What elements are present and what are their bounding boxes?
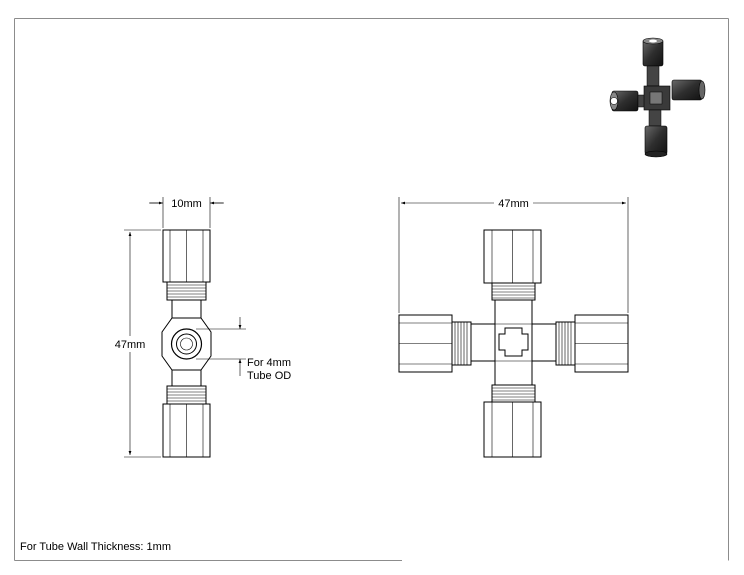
front-center-body <box>470 299 557 386</box>
side-top-nut <box>162 229 211 283</box>
front-bottom-arm <box>483 384 542 458</box>
side-width-dimension: 10mm <box>149 197 224 228</box>
front-width-dimension: 47mm <box>398 197 629 313</box>
tube-od-note-line1: For 4mm <box>247 357 291 369</box>
footer-note: For Tube Wall Thickness: 1mm <box>20 541 171 553</box>
side-view: 10mm 47mm For 4mm Tube OD <box>115 197 291 458</box>
front-view: 47mm <box>398 197 629 458</box>
side-top-neck <box>171 299 202 319</box>
front-top-arm <box>483 229 542 301</box>
side-hex-body <box>161 317 212 371</box>
tube-od-note-line2: Tube OD <box>247 370 291 382</box>
side-height-label: 47mm <box>115 339 146 351</box>
isometric-view <box>609 37 706 158</box>
side-bottom-neck <box>171 369 202 387</box>
front-width-label: 47mm <box>498 198 529 210</box>
tube-od-callout: For 4mm Tube OD <box>196 317 291 382</box>
side-top-thread <box>166 281 207 301</box>
sheet-frame <box>14 18 729 561</box>
side-bottom-nut <box>162 403 211 458</box>
side-width-label: 10mm <box>171 198 202 210</box>
side-height-dimension: 47mm <box>115 229 161 458</box>
front-right-arm <box>555 314 629 373</box>
side-bottom-thread <box>166 385 207 405</box>
front-left-arm <box>398 314 472 373</box>
